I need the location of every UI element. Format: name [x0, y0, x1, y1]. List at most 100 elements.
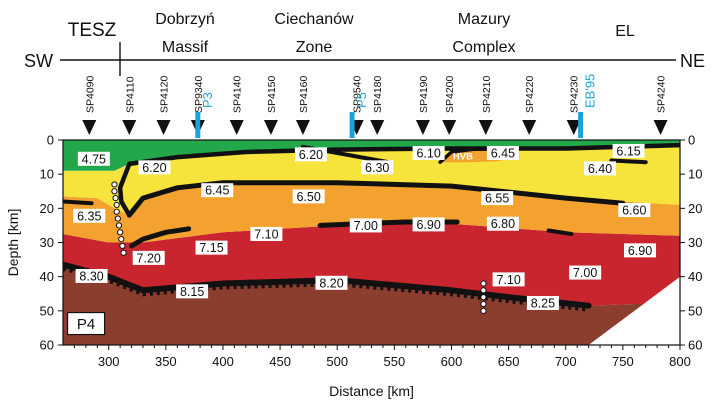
shot-point-label: SP4140: [232, 75, 244, 113]
velocity-label: 6.10: [416, 146, 440, 160]
velocity-label: 7.00: [354, 219, 378, 233]
velocity-label: 7.10: [254, 227, 278, 241]
reflector-dot: [480, 294, 487, 301]
velocity-label: 6.80: [491, 217, 515, 231]
shot-point-label: SP4120: [159, 75, 171, 113]
velocity-label: 6.35: [77, 209, 101, 223]
velocity-label-box: [584, 161, 617, 176]
unit-label-2: Dobrzyń: [155, 11, 215, 28]
ytick-label-right: 20: [688, 201, 702, 216]
no-coverage-area: [588, 276, 680, 345]
ytick-label-left: 60: [40, 338, 54, 353]
shot-point-marker: [156, 120, 171, 135]
velocity-label: 6.40: [588, 162, 612, 176]
boundary-lower-right: [546, 228, 574, 236]
intersection-marker: [195, 112, 201, 138]
velocity-label-box: [176, 284, 209, 299]
direction-ne: NE: [680, 51, 705, 71]
velocity-label: 6.15: [616, 144, 640, 158]
shot-point-label: SP4180: [372, 75, 384, 113]
xtick-label: 550: [384, 354, 406, 369]
shot-point-marker: [442, 120, 457, 135]
velocity-label: 7.00: [573, 266, 597, 280]
shot-point-marker: [229, 120, 244, 135]
velocity-label-box: [132, 250, 165, 265]
shot-point-marker: [566, 120, 581, 135]
velocity-label: 7.15: [199, 241, 223, 255]
ytick-label-left: 0: [47, 133, 54, 148]
velocity-label: 8.20: [319, 276, 343, 290]
ytick-label-right: 0: [688, 133, 695, 148]
shot-point-marker: [522, 120, 537, 135]
boundary-left-stub: [63, 199, 94, 206]
boundary-right-short: [609, 158, 648, 165]
velocity-label: 7.20: [137, 251, 161, 265]
ytick-label-left: 20: [40, 201, 54, 216]
velocity-label-box: [412, 145, 445, 160]
reflector-dot: [111, 181, 118, 188]
velocity-label-box: [361, 160, 394, 175]
velocity-label: 6.90: [416, 218, 440, 232]
xtick-label: 350: [155, 354, 177, 369]
reflector-dot: [480, 307, 487, 314]
velocity-label-box: [624, 243, 657, 258]
velocity-label: 6.45: [491, 146, 515, 160]
intersection-marker: [578, 112, 584, 138]
xtick-label: 300: [98, 354, 120, 369]
reflector-dot: [115, 222, 123, 229]
xtick-label: 800: [669, 354, 691, 369]
shot-point-marker: [415, 120, 430, 135]
velocity-label-box: [486, 145, 519, 160]
xtick-label: 500: [326, 354, 348, 369]
intersection-marker: [349, 112, 355, 138]
reflector-dot: [480, 280, 487, 287]
hvb-label: HVB: [453, 151, 473, 162]
velocity-label-box: [292, 189, 325, 204]
velocity-label-box: [77, 151, 110, 166]
shot-point-marker: [653, 120, 668, 135]
velocity-label-box: [612, 143, 645, 158]
reflector-dot: [117, 229, 124, 236]
reflector-dot: [113, 201, 120, 209]
moho-dashed-edge: [63, 266, 589, 312]
boundary-top-basement: [127, 142, 680, 167]
shot-point-marker: [263, 120, 278, 135]
x-axis-label: Distance [km]: [329, 383, 414, 399]
ytick-label-right: 30: [688, 235, 702, 250]
unit-label-3-line2: Zone: [296, 39, 333, 56]
ytick-label-left: 40: [40, 269, 54, 284]
unit-label-2-line2: Massif: [162, 39, 209, 56]
ytick-label-right: 60: [688, 338, 702, 353]
shot-point-marker: [82, 120, 97, 135]
xtick-label: 400: [212, 354, 234, 369]
velocity-label: 6.30: [365, 161, 389, 175]
xtick-label: 450: [269, 354, 291, 369]
unit-label-3: Ciechanów: [274, 11, 354, 28]
velocity-label-box: [195, 240, 228, 255]
velocity-label: 6.55: [485, 192, 509, 206]
shot-point-marker: [370, 120, 385, 135]
reflector-dot: [114, 215, 121, 222]
y-axis-label: Depth [km]: [5, 209, 21, 277]
shot-point-marker: [122, 120, 137, 135]
velocity-label-box: [294, 147, 327, 162]
xtick-label: 650: [498, 354, 520, 369]
reflector-dot: [118, 235, 125, 243]
ytick-label-right: 50: [688, 303, 702, 318]
velocity-label-box: [526, 295, 559, 310]
shot-point-label: SP4240: [656, 75, 668, 113]
velocity-layers: [63, 140, 680, 345]
velocity-label-box: [138, 160, 171, 175]
shot-point-label: SP9340: [193, 75, 205, 113]
reflector-dot: [480, 300, 487, 308]
ytick-label-left: 50: [40, 303, 54, 318]
upper-crust-layer: [63, 146, 680, 216]
ytick-label-right: 40: [688, 269, 702, 284]
velocity-label-box: [412, 217, 445, 232]
velocity-label-box: [315, 275, 348, 290]
